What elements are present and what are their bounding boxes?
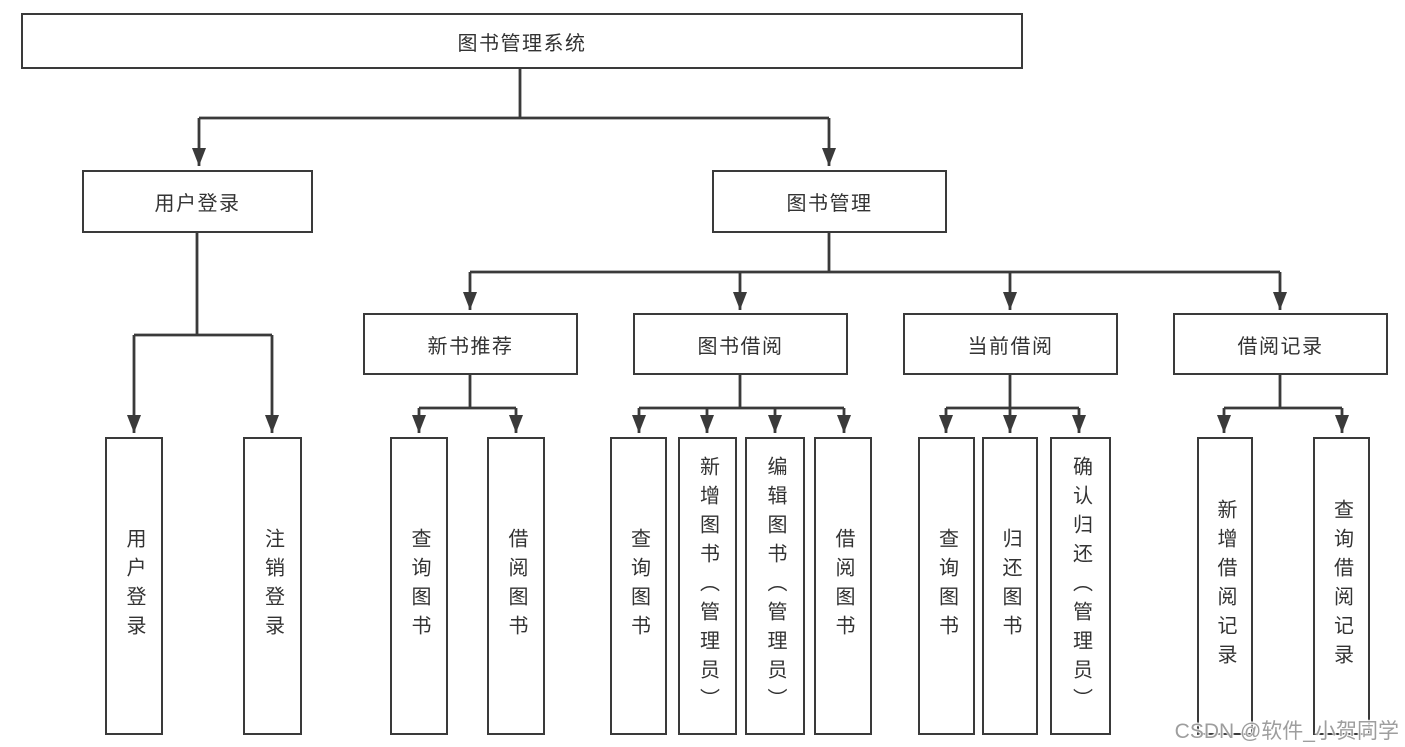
leaf-current-confirm-return-admin-label: 确认归还（管理员） (1069, 455, 1092, 717)
node-root-label: 图书管理系统 (457, 32, 587, 55)
leaf-logout: 注销登录 (243, 437, 302, 735)
leaf-user-login-label: 用户登录 (123, 528, 145, 644)
leaf-borrow-borrow-books-label: 借阅图书 (832, 528, 854, 644)
leaf-newbooks-query-books-label: 查询图书 (408, 528, 430, 644)
leaf-current-query-books-label: 查询图书 (935, 528, 958, 644)
leaf-user-login: 用户登录 (105, 437, 163, 735)
node-book-borrow-label: 图书借阅 (697, 335, 784, 358)
leaf-records-query-record-label: 查询借阅记录 (1330, 499, 1353, 673)
leaf-borrow-add-books-admin: 新增图书（管理员） (678, 437, 737, 735)
leaf-records-query-record: 查询借阅记录 (1313, 437, 1370, 735)
leaf-current-return-books: 归还图书 (982, 437, 1038, 735)
leaf-current-query-books: 查询图书 (918, 437, 975, 735)
connector-arrows (127, 118, 1349, 433)
leaf-borrow-query-books: 查询图书 (610, 437, 667, 735)
node-current-borrow-label: 当前借阅 (967, 335, 1054, 358)
leaf-records-add-record-label: 新增借阅记录 (1214, 499, 1236, 673)
leaf-current-return-books-label: 归还图书 (999, 528, 1021, 644)
node-book-management: 图书管理 (712, 170, 947, 233)
node-current-borrow: 当前借阅 (903, 313, 1118, 375)
leaf-records-add-record: 新增借阅记录 (1197, 437, 1253, 735)
leaf-newbooks-borrow-books-label: 借阅图书 (505, 528, 527, 644)
leaf-current-confirm-return-admin: 确认归还（管理员） (1050, 437, 1111, 735)
leaf-logout-label: 注销登录 (261, 528, 284, 644)
node-book-management-label: 图书管理 (786, 193, 873, 215)
node-borrow-records-label: 借阅记录 (1237, 335, 1324, 358)
node-book-borrow: 图书借阅 (633, 313, 848, 375)
node-root: 图书管理系统 (21, 13, 1023, 69)
node-new-book-recommend: 新书推荐 (363, 313, 578, 375)
csdn-watermark: CSDN @软件_小贺同学 (1174, 720, 1399, 743)
node-user-login-label: 用户登录 (154, 193, 241, 215)
leaf-borrow-query-books-label: 查询图书 (627, 528, 650, 644)
leaf-newbooks-query-books: 查询图书 (390, 437, 448, 735)
connector-plain-lines (134, 69, 1342, 410)
leaf-borrow-edit-books-admin-label: 编辑图书（管理员） (764, 455, 786, 717)
leaf-borrow-borrow-books: 借阅图书 (814, 437, 872, 735)
node-new-book-recommend-label: 新书推荐 (427, 335, 514, 358)
node-borrow-records: 借阅记录 (1173, 313, 1388, 375)
leaf-borrow-edit-books-admin: 编辑图书（管理员） (745, 437, 805, 735)
leaf-borrow-add-books-admin-label: 新增图书（管理员） (696, 455, 719, 717)
leaf-newbooks-borrow-books: 借阅图书 (487, 437, 545, 735)
node-user-login: 用户登录 (82, 170, 313, 233)
